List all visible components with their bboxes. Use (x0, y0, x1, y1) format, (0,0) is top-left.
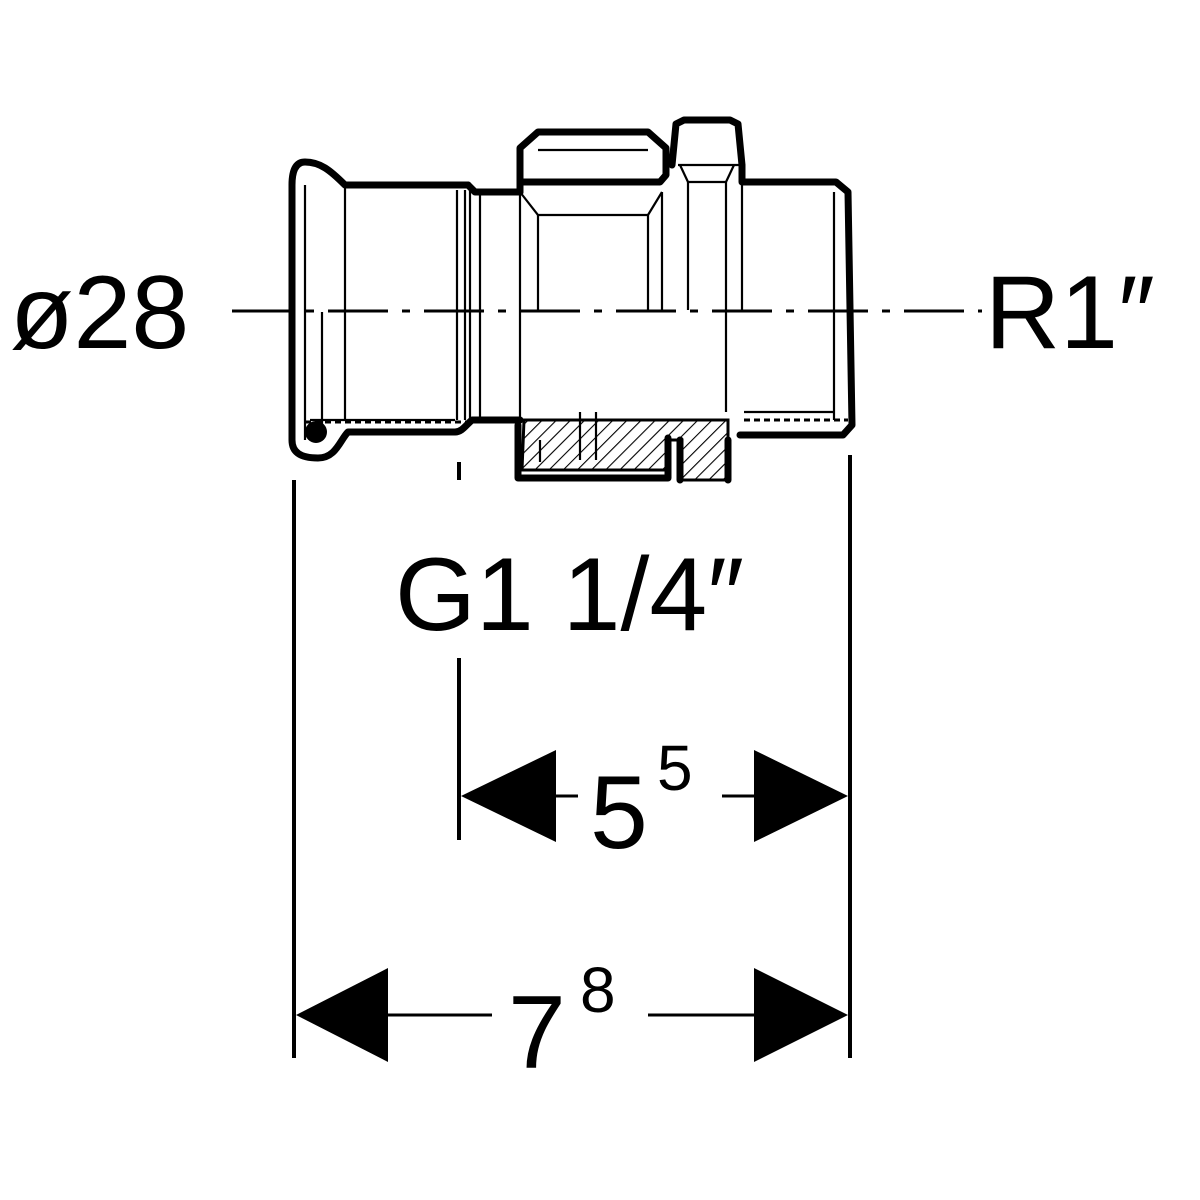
union-nut-hex (516, 128, 670, 420)
dim-inner-superscript: 5 (657, 732, 693, 804)
pipe-diameter-label: ø28 (10, 255, 189, 371)
arrow-left-icon (461, 750, 556, 842)
press-socket-body (288, 158, 524, 462)
male-thread-label: R1″ (985, 255, 1155, 371)
extension-lines (292, 455, 852, 1058)
section-hatch (514, 412, 732, 484)
tail-piece-hex (668, 116, 856, 439)
arrow-left-icon (296, 968, 388, 1062)
dim-inner-value: 5 (590, 755, 648, 871)
dim-total-value: 7 (508, 975, 566, 1091)
sealing-ring (305, 421, 327, 443)
dim-total-superscript: 8 (580, 954, 616, 1026)
dimension-inner (461, 750, 848, 842)
union-thread-label: G1 1/4″ (395, 537, 744, 653)
transition-sleeve (464, 181, 524, 196)
arrow-right-icon (754, 968, 848, 1062)
dimension-total (296, 968, 848, 1062)
arrow-right-icon (754, 750, 848, 842)
